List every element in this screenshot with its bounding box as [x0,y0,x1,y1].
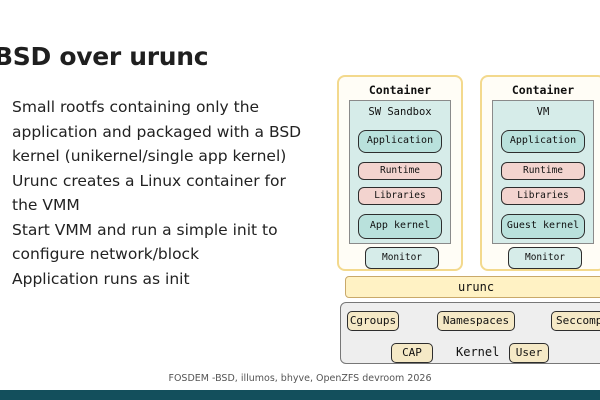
slide-title: BSD over urunc [0,42,209,71]
kernel-cgroups: Cgroups [347,311,399,331]
container-title: Container [511,83,575,97]
vm-title: VM [536,106,550,118]
slide-footer: FOSDEM -BSD, illumos, bhyve, OpenZFS dev… [168,373,432,384]
bullet-item: Application runs as init [12,269,190,288]
bottom-bar [0,390,600,400]
kernel-namespaces: Namespaces [437,311,515,331]
layer-app-kernel: App kernel [358,214,442,239]
monitor-box: Monitor [365,247,439,269]
layer-guest-kernel: Guest kernel [501,214,585,239]
vm-box: VM Application Runtime Libraries Guest k… [492,100,594,244]
kernel-seccomp: Seccomp [551,311,600,331]
bullet-item: Urunc creates a Linux container for the … [12,171,286,215]
kernel-label: Kernel [456,345,500,359]
bullet-item: Small rootfs containing only the applica… [12,98,302,165]
layer-runtime: Runtime [501,162,585,180]
kernel-cap: CAP [391,343,433,363]
architecture-diagram: Container SW Sandbox Application Runtime… [330,70,600,370]
sandbox-title: SW Sandbox [368,106,432,118]
monitor-box: Monitor [508,247,582,269]
kernel-box: Cgroups Namespaces Seccomp CAP Kernel Us… [340,302,600,364]
bullet-list: Small rootfs containing only the applica… [12,95,312,291]
layer-runtime: Runtime [358,162,442,180]
kernel-user: User [509,343,549,363]
container-vm: Container VM Application Runtime Librari… [480,75,600,271]
container-sw-sandbox: Container SW Sandbox Application Runtime… [337,75,463,271]
layer-application: Application [501,130,585,153]
sw-sandbox-box: SW Sandbox Application Runtime Libraries… [349,100,451,244]
layer-libraries: Libraries [358,187,442,205]
urunc-bar: urunc [345,276,600,298]
layer-application: Application [358,130,442,153]
container-title: Container [368,83,432,97]
layer-libraries: Libraries [501,187,585,205]
bullet-item: Start VMM and run a simple init to confi… [12,220,278,264]
